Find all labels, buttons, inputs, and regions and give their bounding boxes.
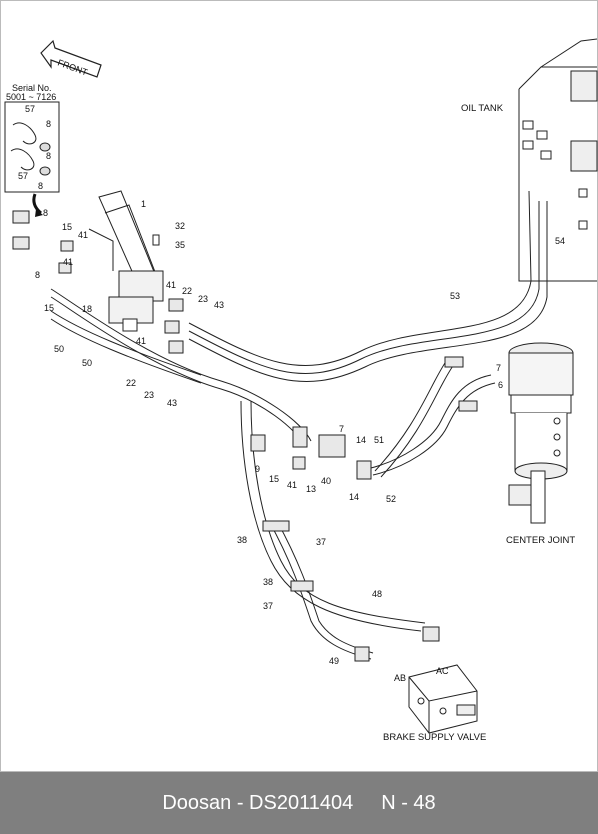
part-15b: 15 [44, 303, 54, 313]
part-43a: 43 [214, 300, 224, 310]
part-40: 40 [321, 476, 331, 486]
part-6: 6 [498, 380, 503, 390]
inset-part-8b: 8 [46, 151, 51, 161]
part-23b: 23 [144, 390, 154, 400]
inset-part-8a: 8 [46, 119, 51, 129]
part-48: 48 [372, 589, 382, 599]
part-callouts: 1 32 35 8 8 15 41 41 15 18 50 50 41 22 2… [35, 199, 565, 666]
inset-part-57b: 57 [18, 171, 28, 181]
part-52: 52 [386, 494, 396, 504]
oil-tank-label: OIL TANK [461, 103, 504, 114]
part-54: 54 [555, 236, 565, 246]
part-37b: 37 [263, 601, 273, 611]
brake-supply-valve [408, 664, 478, 734]
inset-part-8c: 8 [38, 181, 43, 191]
center-joint [508, 342, 574, 524]
part-15c: 15 [269, 474, 279, 484]
part-50a: 50 [54, 344, 64, 354]
part-41b: 41 [63, 257, 73, 267]
part-38a: 38 [237, 535, 247, 545]
part-53: 53 [450, 291, 460, 301]
part-32: 32 [175, 221, 185, 231]
part-9: 9 [255, 464, 260, 474]
hydraulic-brake-diagram: FRONT Serial No. 5001 ~ 7126 57 8 8 57 8 [4, 38, 598, 743]
part-8b: 8 [35, 270, 40, 280]
inset-part-57a: 57 [25, 104, 35, 114]
oil-tank [518, 38, 598, 282]
part-8a: 8 [43, 208, 48, 218]
port-ab: AB [394, 673, 406, 683]
serial-title: Serial No. [12, 83, 52, 93]
hoses [50, 190, 548, 660]
center-joint-label: CENTER JOINT [506, 535, 575, 546]
part-38b: 38 [263, 577, 273, 587]
part-49: 49 [329, 656, 339, 666]
brake-pedal [88, 190, 164, 332]
footer-page-ref: N - 48 [381, 791, 436, 814]
part-41c: 41 [166, 280, 176, 290]
footer-brand-code: Doosan - DS2011404 [162, 791, 354, 814]
part-51: 51 [374, 435, 384, 445]
part-41a: 41 [78, 230, 88, 240]
part-22b: 22 [126, 378, 136, 388]
part-37a: 37 [316, 537, 326, 547]
serial-range: 5001 ~ 7126 [6, 92, 56, 102]
part-1: 1 [141, 199, 146, 209]
part-14a: 14 [356, 435, 366, 445]
part-14b: 14 [349, 492, 359, 502]
diagram-frame: FRONT Serial No. 5001 ~ 7126 57 8 8 57 8 [0, 0, 598, 772]
part-18: 18 [82, 304, 92, 314]
fittings [12, 210, 478, 662]
part-22a: 22 [182, 286, 192, 296]
port-ac: AC [436, 666, 449, 676]
part-13: 13 [306, 484, 316, 494]
part-41e: 41 [287, 480, 297, 490]
part-50b: 50 [82, 358, 92, 368]
part-35: 35 [175, 240, 185, 250]
brake-supply-valve-label: BRAKE SUPPLY VALVE [383, 732, 486, 743]
part-41d: 41 [136, 336, 146, 346]
part-43b: 43 [167, 398, 177, 408]
part-7b: 7 [339, 424, 344, 434]
part-7a: 7 [496, 363, 501, 373]
footer-bar: Doosan - DS2011404 N - 48 [0, 772, 598, 834]
serial-inset: Serial No. 5001 ~ 7126 57 8 8 57 8 [4, 83, 60, 217]
part-23a: 23 [198, 294, 208, 304]
part-15a: 15 [62, 222, 72, 232]
front-arrow: FRONT [40, 39, 102, 78]
